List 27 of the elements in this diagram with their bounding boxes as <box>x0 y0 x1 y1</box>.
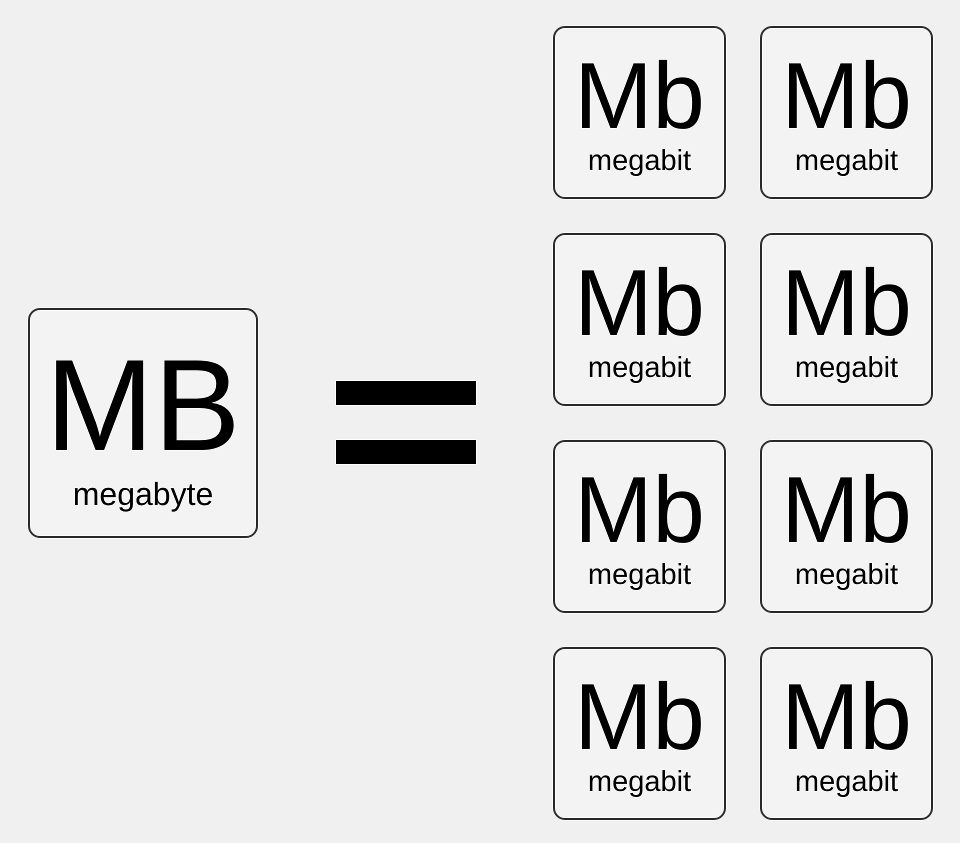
unit-symbol: Mb <box>574 463 705 558</box>
unit-card <box>760 26 933 199</box>
unit-name: megabit <box>588 144 692 180</box>
unit-name: megabit <box>588 558 692 594</box>
unit-name: megabit <box>794 351 898 386</box>
unit-name: megabit <box>588 351 692 386</box>
unit-card <box>28 308 258 538</box>
unit-name: megabyte <box>72 475 214 514</box>
unit-name: megabit <box>588 765 692 800</box>
unit-card <box>760 440 933 613</box>
unit-name: megabit <box>794 144 898 180</box>
unit-card <box>553 26 726 199</box>
unit-symbol: Mb <box>574 49 705 144</box>
unit-card <box>760 647 933 820</box>
unit-card <box>553 647 726 820</box>
unit-symbol: Mb <box>574 256 705 350</box>
unit-card <box>553 233 726 406</box>
unit-symbol: Mb <box>781 256 912 350</box>
unit-name: megabit <box>794 558 898 594</box>
unit-symbol: Mb <box>574 670 705 764</box>
unit-card <box>553 440 726 613</box>
unit-symbol: Mb <box>781 463 912 558</box>
unit-symbol: Mb <box>781 49 912 144</box>
unit-symbol: Mb <box>781 670 912 764</box>
unit-symbol: MB <box>46 340 240 470</box>
unit-name: megabit <box>794 765 898 800</box>
unit-card <box>760 233 933 406</box>
